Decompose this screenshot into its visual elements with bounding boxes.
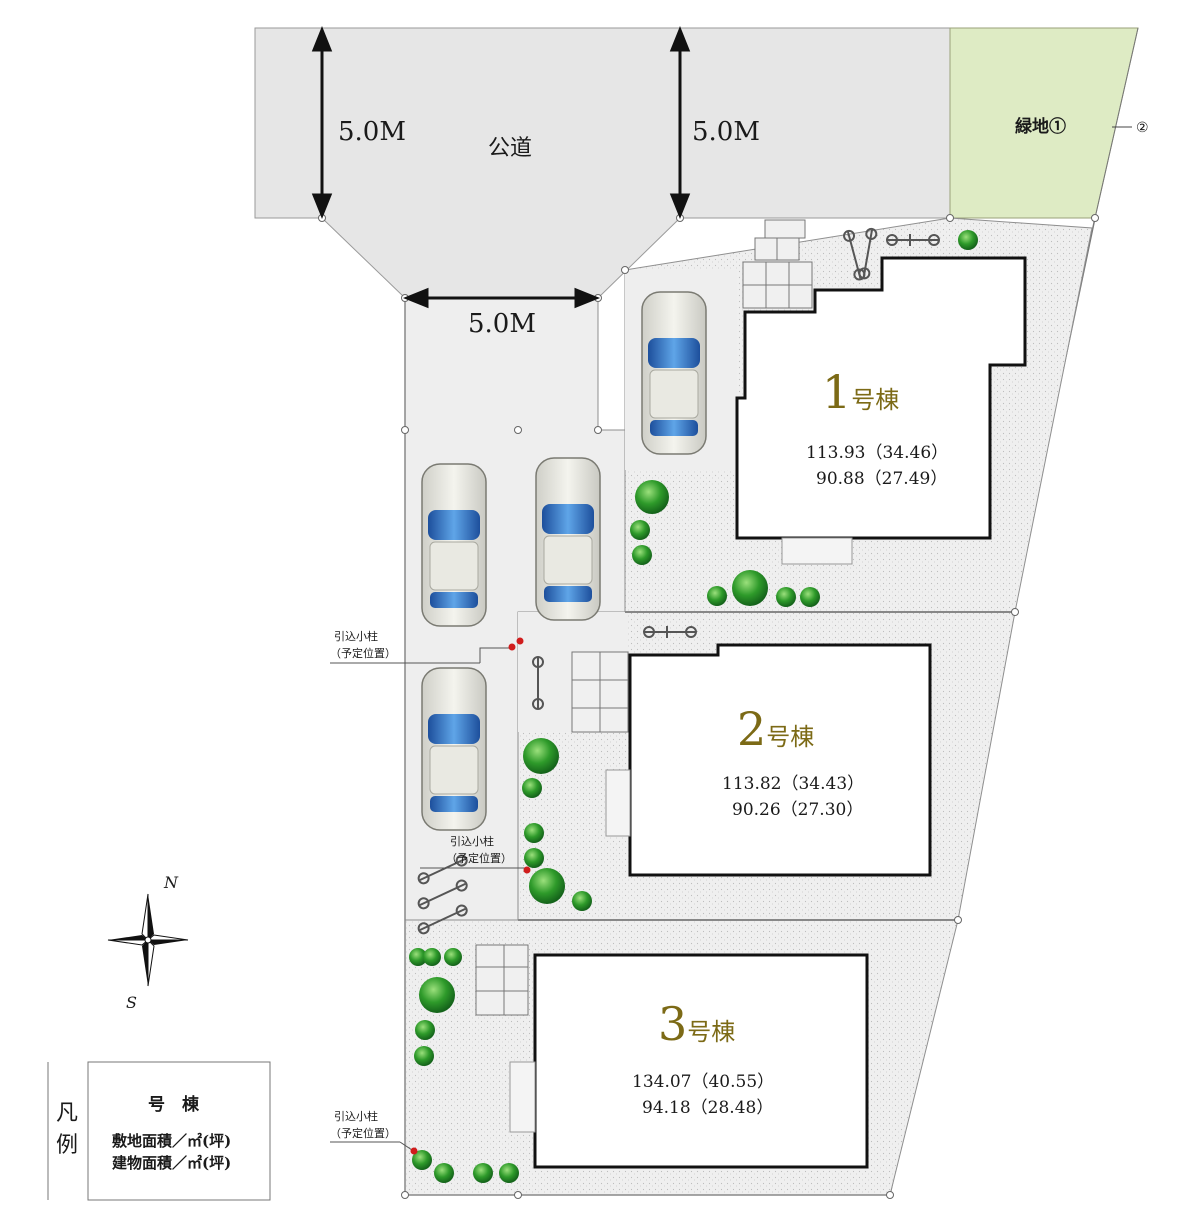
- road-label: 公道: [488, 136, 532, 161]
- house-3-label: 3号棟: [658, 997, 735, 1051]
- legend-row-site-area: 敷地面積／㎡(坪): [112, 1132, 231, 1150]
- house-3-site-area: 134.07（40.55）: [632, 1072, 774, 1092]
- house-2-footprint: [628, 643, 932, 877]
- house-2-number: 2: [737, 702, 766, 756]
- house-1-suffix: 号棟: [851, 386, 899, 414]
- house-2-suffix: 号棟: [766, 723, 814, 751]
- utility-post-2-line1: 引込小柱: [450, 834, 494, 848]
- house-1-building-area: 90.88（27.49）: [816, 469, 947, 489]
- car-icon: [535, 457, 601, 621]
- paving-lot-3: [475, 944, 529, 1016]
- legend-row-building-area: 建物面積／㎡(坪): [112, 1154, 231, 1172]
- bicycle-icon: [417, 227, 940, 935]
- compass-icon: [107, 893, 189, 987]
- house-1-site-area: 113.93（34.46）: [806, 443, 948, 463]
- road-width-bottom: 5.0M: [468, 309, 536, 339]
- car-icon: [421, 463, 487, 627]
- house-1-label: 1号棟: [822, 365, 899, 419]
- car-icon: [641, 291, 707, 455]
- green-area-callout: ②: [1136, 120, 1149, 136]
- car-icon: [421, 667, 487, 831]
- legend-heading-2: 例: [56, 1133, 78, 1158]
- boundary-markers: [318, 214, 1099, 1199]
- utility-post-2: [420, 866, 531, 874]
- green-area-label: 緑地①: [1015, 116, 1066, 137]
- utility-post-1: [330, 637, 524, 664]
- utility-post-3-line1: 引込小柱: [334, 1109, 378, 1123]
- utility-post-2-line2: （予定位置）: [446, 851, 512, 865]
- house-2-label: 2号棟: [737, 702, 814, 756]
- house-3-number: 3: [658, 997, 687, 1051]
- utility-post-1-line1: 引込小柱: [334, 629, 378, 643]
- utility-post-3: [330, 1141, 418, 1155]
- road-width-left: 5.0M: [338, 117, 406, 147]
- compass-north: N: [163, 873, 179, 892]
- legend-box: [87, 1061, 271, 1201]
- legend-heading-1: 凡: [56, 1101, 78, 1126]
- house-1-number: 1: [822, 365, 851, 419]
- road-width-right: 5.0M: [692, 117, 760, 147]
- utility-post-3-line2: （予定位置）: [330, 1126, 396, 1140]
- compass-south: S: [126, 993, 137, 1012]
- paving-lot-2: [571, 651, 629, 733]
- tree-icon: [409, 230, 978, 1183]
- utility-post-1-line2: （予定位置）: [330, 646, 396, 660]
- house-2-building-area: 90.26（27.30）: [732, 800, 863, 820]
- road-dimension-arrows: [311, 25, 691, 309]
- legend-title: 号 棟: [148, 1094, 200, 1115]
- house-3-building-area: 94.18（28.48）: [642, 1098, 773, 1118]
- house-2-site-area: 113.82（34.43）: [722, 774, 864, 794]
- house-3-footprint: [533, 953, 869, 1169]
- house-1-footprint: [735, 256, 1027, 540]
- house-3-suffix: 号棟: [687, 1018, 735, 1046]
- paving-lot-1: [742, 219, 813, 309]
